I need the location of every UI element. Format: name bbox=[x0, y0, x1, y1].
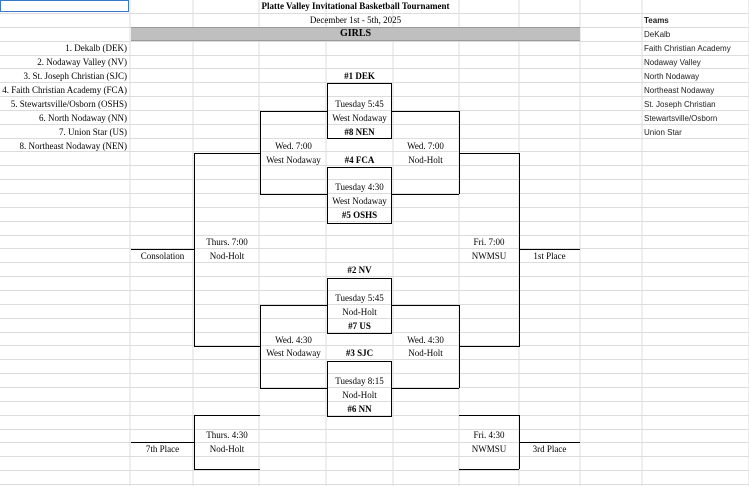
team-item: Stewartsville/Osborn bbox=[644, 114, 718, 123]
teams-header: Teams bbox=[644, 16, 669, 25]
game-box-1 bbox=[327, 83, 392, 139]
wed-right-top-time: Wed. 7:00 bbox=[407, 141, 444, 151]
seed-item: 3. St. Joseph Christian (SJC) bbox=[23, 71, 127, 81]
team-item: St. Joseph Christian bbox=[644, 100, 716, 109]
seed-item: 2. Nodaway Valley (NV) bbox=[37, 57, 127, 67]
consolation-site: Nod-Holt bbox=[209, 251, 245, 261]
bracket-line bbox=[260, 194, 327, 195]
game3-site: Nod-Holt bbox=[342, 307, 377, 317]
bracket-line bbox=[194, 153, 195, 347]
first-place-time: Fri. 7:00 bbox=[473, 237, 505, 247]
wed-right-bottom-time: Wed. 4:30 bbox=[407, 335, 444, 345]
seventh-place-label: 7th Place bbox=[145, 444, 180, 454]
seventh-place-site: Nod-Holt bbox=[209, 444, 245, 454]
game2-bottom-team: #5 OSHS bbox=[341, 210, 378, 220]
consolation-time: Thurs. 7:00 bbox=[206, 237, 248, 247]
bracket-line bbox=[459, 111, 460, 194]
bracket-line bbox=[392, 111, 459, 112]
bracket-line bbox=[519, 153, 520, 347]
tournament-title: Platte Valley Invitational Basketball To… bbox=[261, 1, 450, 11]
bracket-line bbox=[459, 153, 519, 154]
game1-top-team: #1 DEK bbox=[344, 71, 375, 81]
bracket-line bbox=[392, 305, 459, 306]
wed-left-top-site: West Nodaway bbox=[266, 155, 321, 165]
team-item: DeKalb bbox=[644, 30, 671, 39]
team-item: Northeast Nodaway bbox=[644, 86, 715, 95]
seed-item: 5. Stewartsville/Osborn (OSHS) bbox=[10, 99, 127, 109]
seed-item: 6. North Nodaway (NN) bbox=[39, 113, 127, 123]
third-place-site: NWMSU bbox=[471, 444, 507, 454]
seed-item: 8. Northeast Nodaway (NEN) bbox=[19, 141, 127, 151]
selected-cell[interactable] bbox=[0, 0, 129, 12]
bracket-line bbox=[459, 415, 519, 416]
wed-left-bottom-time: Wed. 4:30 bbox=[275, 335, 312, 345]
first-place-label: 1st Place bbox=[533, 251, 566, 261]
bracket-line bbox=[392, 194, 459, 195]
wed-left-top-time: Wed. 7:00 bbox=[275, 141, 312, 151]
wed-right-bottom-site: Nod-Holt bbox=[408, 348, 443, 358]
wed-right-top-site: Nod-Holt bbox=[408, 155, 443, 165]
bracket-line bbox=[392, 388, 459, 389]
game1-bottom-team: #8 NEN bbox=[344, 127, 375, 137]
team-item: Union Star bbox=[644, 128, 682, 137]
bracket-line bbox=[519, 249, 580, 250]
third-place-time: Fri. 4:30 bbox=[473, 430, 505, 440]
seed-item: 1. Dekalb (DEK) bbox=[65, 43, 127, 53]
team-item: Faith Christian Academy bbox=[644, 44, 731, 53]
game-box-2 bbox=[327, 167, 392, 224]
game3-time: Tuesday 5:45 bbox=[335, 293, 384, 303]
game3-top-team: #2 NV bbox=[347, 265, 372, 275]
seventh-place-time: Thurs. 4:30 bbox=[206, 430, 248, 440]
game4-bottom-team: #6 NN bbox=[347, 404, 372, 414]
bracket-line bbox=[131, 442, 194, 443]
seed-item: 4. Faith Christian Academy (FCA) bbox=[2, 85, 127, 95]
division-band: GIRLS bbox=[131, 27, 580, 41]
bracket-line bbox=[260, 111, 327, 112]
game3-bottom-team: #7 US bbox=[348, 321, 371, 331]
game4-site: Nod-Holt bbox=[342, 390, 377, 400]
game-box-4 bbox=[327, 361, 392, 417]
bracket-line bbox=[459, 469, 519, 470]
bracket-line bbox=[260, 111, 261, 194]
bracket-line bbox=[131, 249, 194, 250]
first-place-site: NWMSU bbox=[471, 251, 507, 261]
division-label: GIRLS bbox=[339, 28, 372, 39]
team-item: North Nodaway bbox=[644, 72, 700, 81]
bracket-line bbox=[194, 469, 260, 470]
team-item: Nodaway Valley bbox=[644, 58, 701, 67]
game2-site: West Nodaway bbox=[332, 196, 387, 206]
bracket-line bbox=[194, 153, 260, 154]
bracket-line bbox=[459, 346, 519, 347]
game1-site: West Nodaway bbox=[332, 113, 387, 123]
bracket-line bbox=[260, 305, 327, 306]
game4-top-team: #3 SJC bbox=[345, 348, 374, 358]
game1-time: Tuesday 5:45 bbox=[335, 99, 384, 109]
bracket-line bbox=[260, 305, 261, 388]
wed-left-bottom-site: West Nodaway bbox=[266, 348, 321, 358]
consolation-label: Consolation bbox=[140, 251, 185, 261]
game2-top-team: #4 FCA bbox=[344, 155, 375, 165]
tournament-dates: December 1st - 5th, 2025 bbox=[309, 15, 402, 25]
bracket-line bbox=[194, 415, 260, 416]
bracket-line bbox=[519, 442, 580, 443]
seed-item: 7. Union Star (US) bbox=[59, 127, 127, 137]
bracket-line bbox=[260, 388, 327, 389]
bracket-line bbox=[194, 415, 195, 469]
bracket-line bbox=[194, 346, 260, 347]
game4-time: Tuesday 8:15 bbox=[335, 376, 384, 386]
third-place-label: 3rd Place bbox=[532, 444, 567, 454]
game2-time: Tuesday 4:30 bbox=[335, 182, 384, 192]
game-box-3 bbox=[327, 278, 392, 334]
